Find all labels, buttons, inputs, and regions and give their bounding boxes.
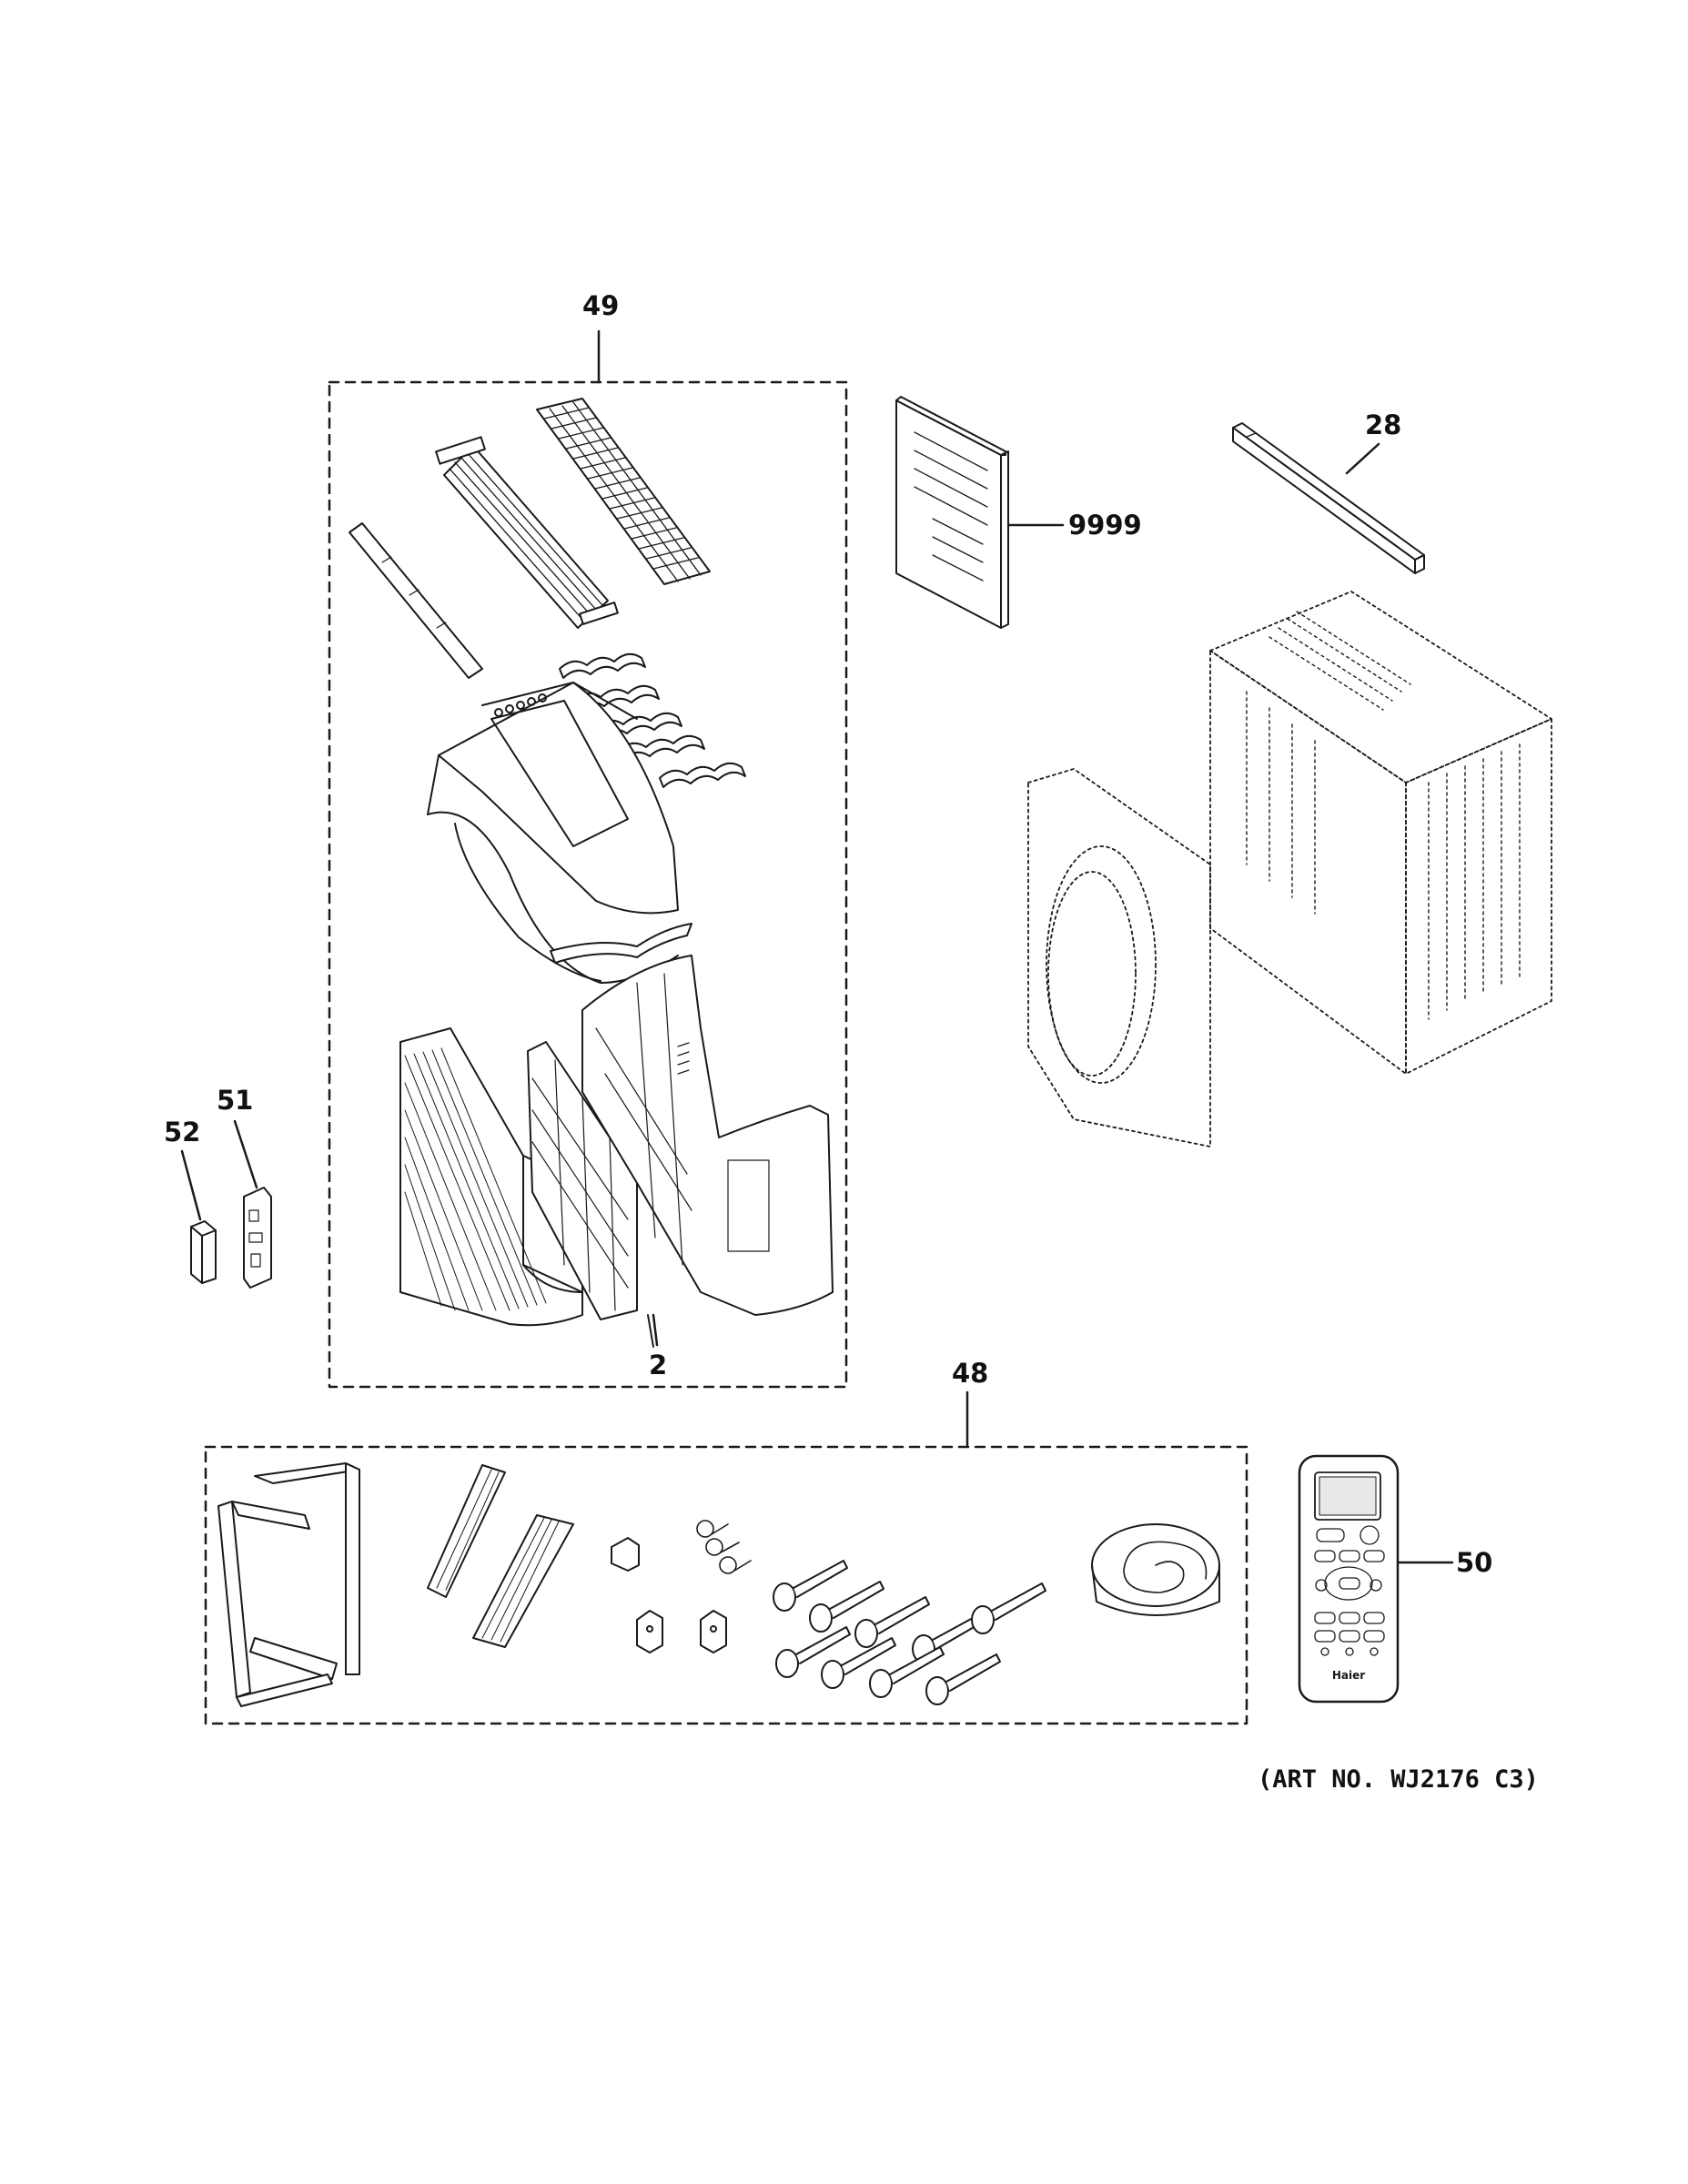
louver-link-bars (559, 652, 746, 788)
callout-2-leader (652, 1313, 659, 1347)
callout-2: 2 (649, 1350, 668, 1380)
part-51-illustration (233, 1119, 272, 1289)
discharge-grille-assembly (349, 398, 711, 679)
callout-51-leader (233, 1119, 258, 1189)
callout-9999: 9999 (1068, 510, 1142, 541)
screw-set (696, 1520, 1046, 1705)
side-curtain-panels (427, 1464, 574, 1648)
callout-51: 51 (217, 1085, 254, 1116)
owners-manual-illustration (895, 396, 1065, 629)
callout-28-leader (1345, 442, 1380, 475)
foam-seal-roll (1091, 1523, 1220, 1616)
callout-52-leader (180, 1149, 202, 1221)
callout-28: 28 (1365, 410, 1402, 440)
cabinet-reference-dotted (1027, 591, 1552, 1148)
remote-control: Haier (1298, 1454, 1454, 1704)
art-number: (ART NO. WJ2176 C3) (1258, 1765, 1539, 1794)
mounting-brackets (611, 1537, 727, 1653)
top-rail-part (1232, 422, 1425, 574)
callout-48: 48 (952, 1358, 989, 1389)
callout-52: 52 (164, 1117, 201, 1148)
control-housing (427, 682, 679, 984)
part-52-illustration (180, 1149, 217, 1284)
front-panel-frame-top (550, 923, 692, 964)
remote-brand-logo: Haier (1332, 1669, 1365, 1682)
group-49-box (328, 380, 848, 1389)
callout-50: 50 (1456, 1547, 1493, 1578)
group-48-box (204, 1445, 1248, 1725)
front-panel-assembly (399, 955, 834, 1348)
callout-49: 49 (582, 290, 620, 321)
window-frame-seal-kit (217, 1462, 360, 1707)
